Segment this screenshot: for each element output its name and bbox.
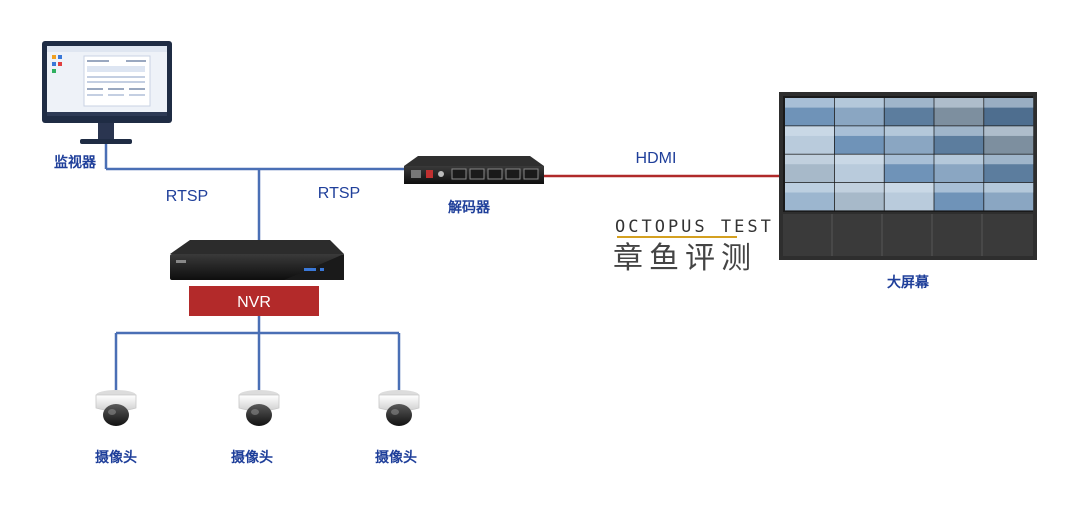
camera-label-2: 摄像头 xyxy=(231,449,273,466)
video-wall-tile-sky xyxy=(934,182,984,193)
rtsp-label-right: RTSP xyxy=(318,185,360,202)
rtsp-label-left: RTSP xyxy=(166,188,208,205)
video-wall-tile-sky xyxy=(984,98,1034,108)
nvr-badge xyxy=(189,286,319,316)
camera-label-1: 摄像头 xyxy=(95,449,137,466)
video-wall-tile-sky xyxy=(884,154,934,165)
nvr-device-icon xyxy=(170,240,344,280)
video-wall-tile-sky xyxy=(884,98,934,108)
dome-camera-icon xyxy=(378,390,420,426)
video-wall-tile-sky xyxy=(984,154,1034,165)
video-wall-tile-sky xyxy=(984,182,1034,193)
video-wall-tile-sky xyxy=(884,182,934,193)
video-wall-tile-sky xyxy=(934,154,984,165)
watermark-logo: OCTOPUS TEST 章鱼评测 xyxy=(613,217,774,276)
video-wall-tile-sky xyxy=(984,126,1034,136)
video-wall-tile-sky xyxy=(834,98,884,108)
watermark-english: OCTOPUS TEST xyxy=(615,217,774,237)
video-wall-tile-sky xyxy=(834,154,884,165)
video-wall-tile-sky xyxy=(934,126,984,136)
video-wall-tile-sky xyxy=(785,98,834,108)
video-wall-tile-sky xyxy=(934,98,984,108)
dome-camera-icon xyxy=(238,390,280,426)
nvr-label: NVR xyxy=(237,294,271,311)
monitor-icon xyxy=(42,41,172,144)
big-screen-label: 大屏幕 xyxy=(887,274,930,291)
monitor-label: 监视器 xyxy=(54,154,97,171)
network-lines xyxy=(104,123,782,394)
video-wall-tile-sky xyxy=(834,126,884,136)
video-wall-tile-sky xyxy=(785,126,834,136)
video-wall-tile-sky xyxy=(884,126,934,136)
video-wall-icon xyxy=(779,92,1037,260)
video-wall-tile-sky xyxy=(785,154,834,165)
hdmi-label: HDMI xyxy=(636,150,677,167)
decoder-device-icon xyxy=(404,156,544,184)
dome-camera-icon xyxy=(95,390,137,426)
camera-label-3: 摄像头 xyxy=(375,449,417,466)
video-wall-tile-sky xyxy=(785,182,834,193)
video-wall-screens xyxy=(785,98,1034,211)
video-wall-tile-sky xyxy=(834,182,884,193)
watermark-chinese: 章鱼评测 xyxy=(613,241,757,276)
decoder-label: 解码器 xyxy=(448,199,491,216)
